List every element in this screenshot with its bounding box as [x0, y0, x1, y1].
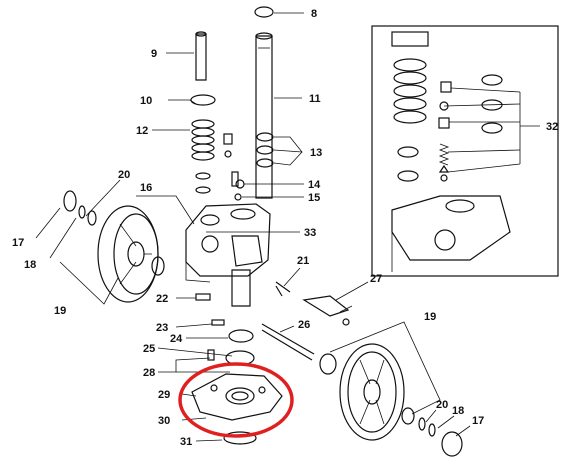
part-29-base-plate	[181, 373, 283, 421]
callout-9: 9	[151, 48, 157, 60]
part-26-pin	[261, 323, 315, 361]
callout-26: 26	[298, 319, 310, 331]
callout-28: 28	[143, 367, 155, 379]
callout-23: 23	[156, 322, 168, 334]
callout-30: 30	[158, 415, 170, 427]
pump-body	[136, 195, 300, 283]
callout-20-right: 20	[436, 399, 448, 411]
callout-18-left: 18	[24, 259, 36, 271]
callout-27: 27	[370, 273, 382, 285]
part-31-ring	[195, 431, 257, 445]
part-27-lever	[302, 281, 369, 326]
callout-14: 14	[308, 179, 321, 191]
part-22-24-shaft	[175, 269, 254, 343]
callout-17-right: 17	[472, 415, 484, 427]
callout-11: 11	[309, 93, 321, 105]
callout-18-right: 18	[452, 405, 464, 417]
callout-16: 16	[140, 182, 152, 194]
part-21-stem	[275, 267, 301, 297]
part-12-spring	[152, 94, 216, 194]
callout-17-left: 17	[12, 237, 24, 249]
part-11-piston-rod	[255, 32, 302, 199]
callout-24: 24	[170, 333, 183, 345]
callout-32: 32	[546, 121, 558, 133]
callout-25: 25	[143, 343, 155, 355]
callout-20-left: 20	[118, 169, 130, 181]
callout-12: 12	[136, 125, 148, 137]
callout-19-right: 19	[424, 311, 436, 323]
highlight-circle	[178, 362, 294, 438]
callout-10: 10	[140, 95, 152, 107]
right-wheel-assembly	[319, 321, 471, 457]
part-14-15-valves	[223, 133, 304, 201]
callout-33: 33	[304, 227, 316, 239]
inset-detail-box	[371, 25, 559, 277]
part-9-pin	[166, 31, 207, 81]
callout-8: 8	[311, 8, 317, 20]
part-13-seals	[256, 132, 303, 168]
callout-22: 22	[156, 293, 168, 305]
part-8-ring	[254, 6, 304, 18]
left-wheel-assembly	[35, 179, 165, 305]
callout-19-left: 19	[54, 305, 66, 317]
callout-29: 29	[158, 389, 170, 401]
callout-31: 31	[180, 436, 192, 448]
callout-labels: 8 9 10 11 12 13 14 15 16 17 18 19 20 21 …	[12, 8, 558, 448]
callout-13: 13	[310, 147, 322, 159]
callout-21: 21	[297, 255, 309, 267]
inset-spring	[393, 58, 427, 124]
callout-15: 15	[308, 192, 320, 204]
